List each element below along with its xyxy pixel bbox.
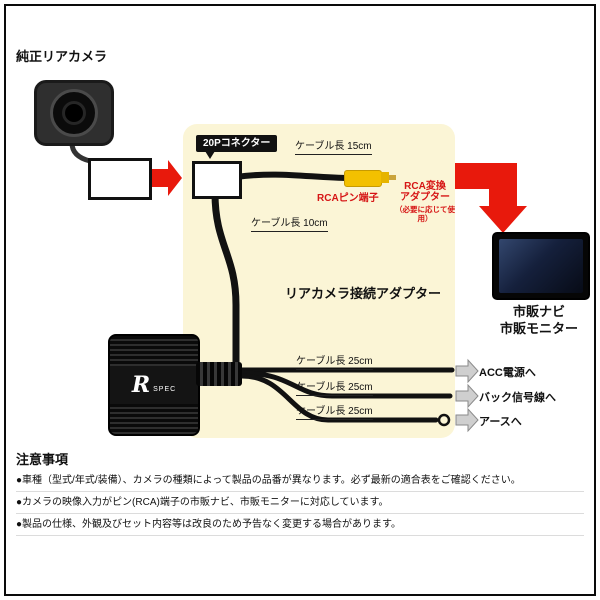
camera-lens-inner: [62, 101, 86, 125]
note-item-1: ●車種（型式/年式/装備）、カメラの種類によって製品の品番が異なります。必ず最新…: [16, 470, 584, 492]
rear-camera-illustration: [34, 80, 114, 146]
dest-back-signal-label: バック信号線へ: [479, 392, 556, 404]
cable-length-10cm-label: ケーブル長 10cm: [251, 218, 328, 232]
monitor-label-line1: 市販ナビ: [512, 304, 565, 319]
cable-length-15cm-label: ケーブル長 15cm: [295, 141, 372, 155]
cable-length-25cm-label-3: ケーブル長 25cm: [296, 406, 373, 420]
red-arrow-to-monitor-icon: [455, 163, 527, 233]
monitor-screen: [499, 239, 583, 293]
gray-arrow-back-signal-icon: [455, 383, 479, 409]
dest-ground-label: アースへ: [479, 416, 522, 428]
cable-length-25cm-label-1: ケーブル長 25cm: [296, 356, 373, 370]
camera-connector-box: [88, 158, 152, 200]
20p-connector-box: [192, 161, 242, 199]
notes-list: ●車種（型式/年式/装備）、カメラの種類によって製品の品番が異なります。必ず最新…: [16, 470, 584, 536]
note-item-2: ●カメラの映像入力がピン(RCA)端子の市販ナビ、市販モニターに対応しています。: [16, 492, 584, 514]
rca-plug-collar: [381, 172, 389, 183]
dest-acc-power-label: ACC電源へ: [479, 367, 536, 379]
red-arrow-camera-to-adapter-icon: [150, 160, 182, 196]
rca-pin-terminal-label: RCAピン端子: [317, 193, 379, 204]
rca-plug-pin: [389, 175, 396, 180]
rca-adapter-note: （必要に応じて使用）: [395, 205, 455, 223]
gray-arrow-acc-icon: [455, 358, 479, 384]
oem-rear-camera-label: 純正リアカメラ: [16, 49, 108, 64]
note-item-3: ●製品の仕様、外観及びセット内容等は改良のため予告なく変更する場合があります。: [16, 514, 584, 536]
rca-conversion-adapter-label: RCA変換 アダプター （必要に応じて使用）: [394, 181, 456, 223]
gray-arrow-ground-icon: [455, 407, 479, 433]
rspec-logo-r: R: [131, 372, 151, 398]
20p-tag-pointer-icon: [205, 151, 215, 159]
rca-adapter-line2: アダプター: [400, 192, 450, 203]
cable-length-25cm-label-2: ケーブル長 25cm: [296, 382, 373, 396]
adapter-logo-band: R SPEC: [110, 366, 198, 404]
rca-plug-icon: [344, 170, 382, 187]
rspec-logo-spec: SPEC: [153, 385, 177, 393]
20p-connector-tag: 20Pコネクター: [196, 135, 278, 152]
notes-section-title: 注意事項: [16, 452, 69, 467]
adapter-rib-bottom: [110, 404, 198, 434]
adapter-rib-top: [110, 336, 198, 366]
aftermarket-monitor-illustration: [492, 232, 590, 300]
adapter-cable-bundle: [196, 362, 242, 386]
camera-lens-icon: [50, 89, 98, 137]
rca-adapter-line1: RCA変換: [404, 181, 446, 192]
monitor-label-line2: 市販モニター: [499, 321, 578, 336]
aftermarket-monitor-label: 市販ナビ 市販モニター: [484, 303, 594, 337]
adapter-unit-illustration: R SPEC: [108, 334, 200, 436]
rear-camera-adapter-title: リアカメラ接続アダプター: [285, 286, 442, 301]
